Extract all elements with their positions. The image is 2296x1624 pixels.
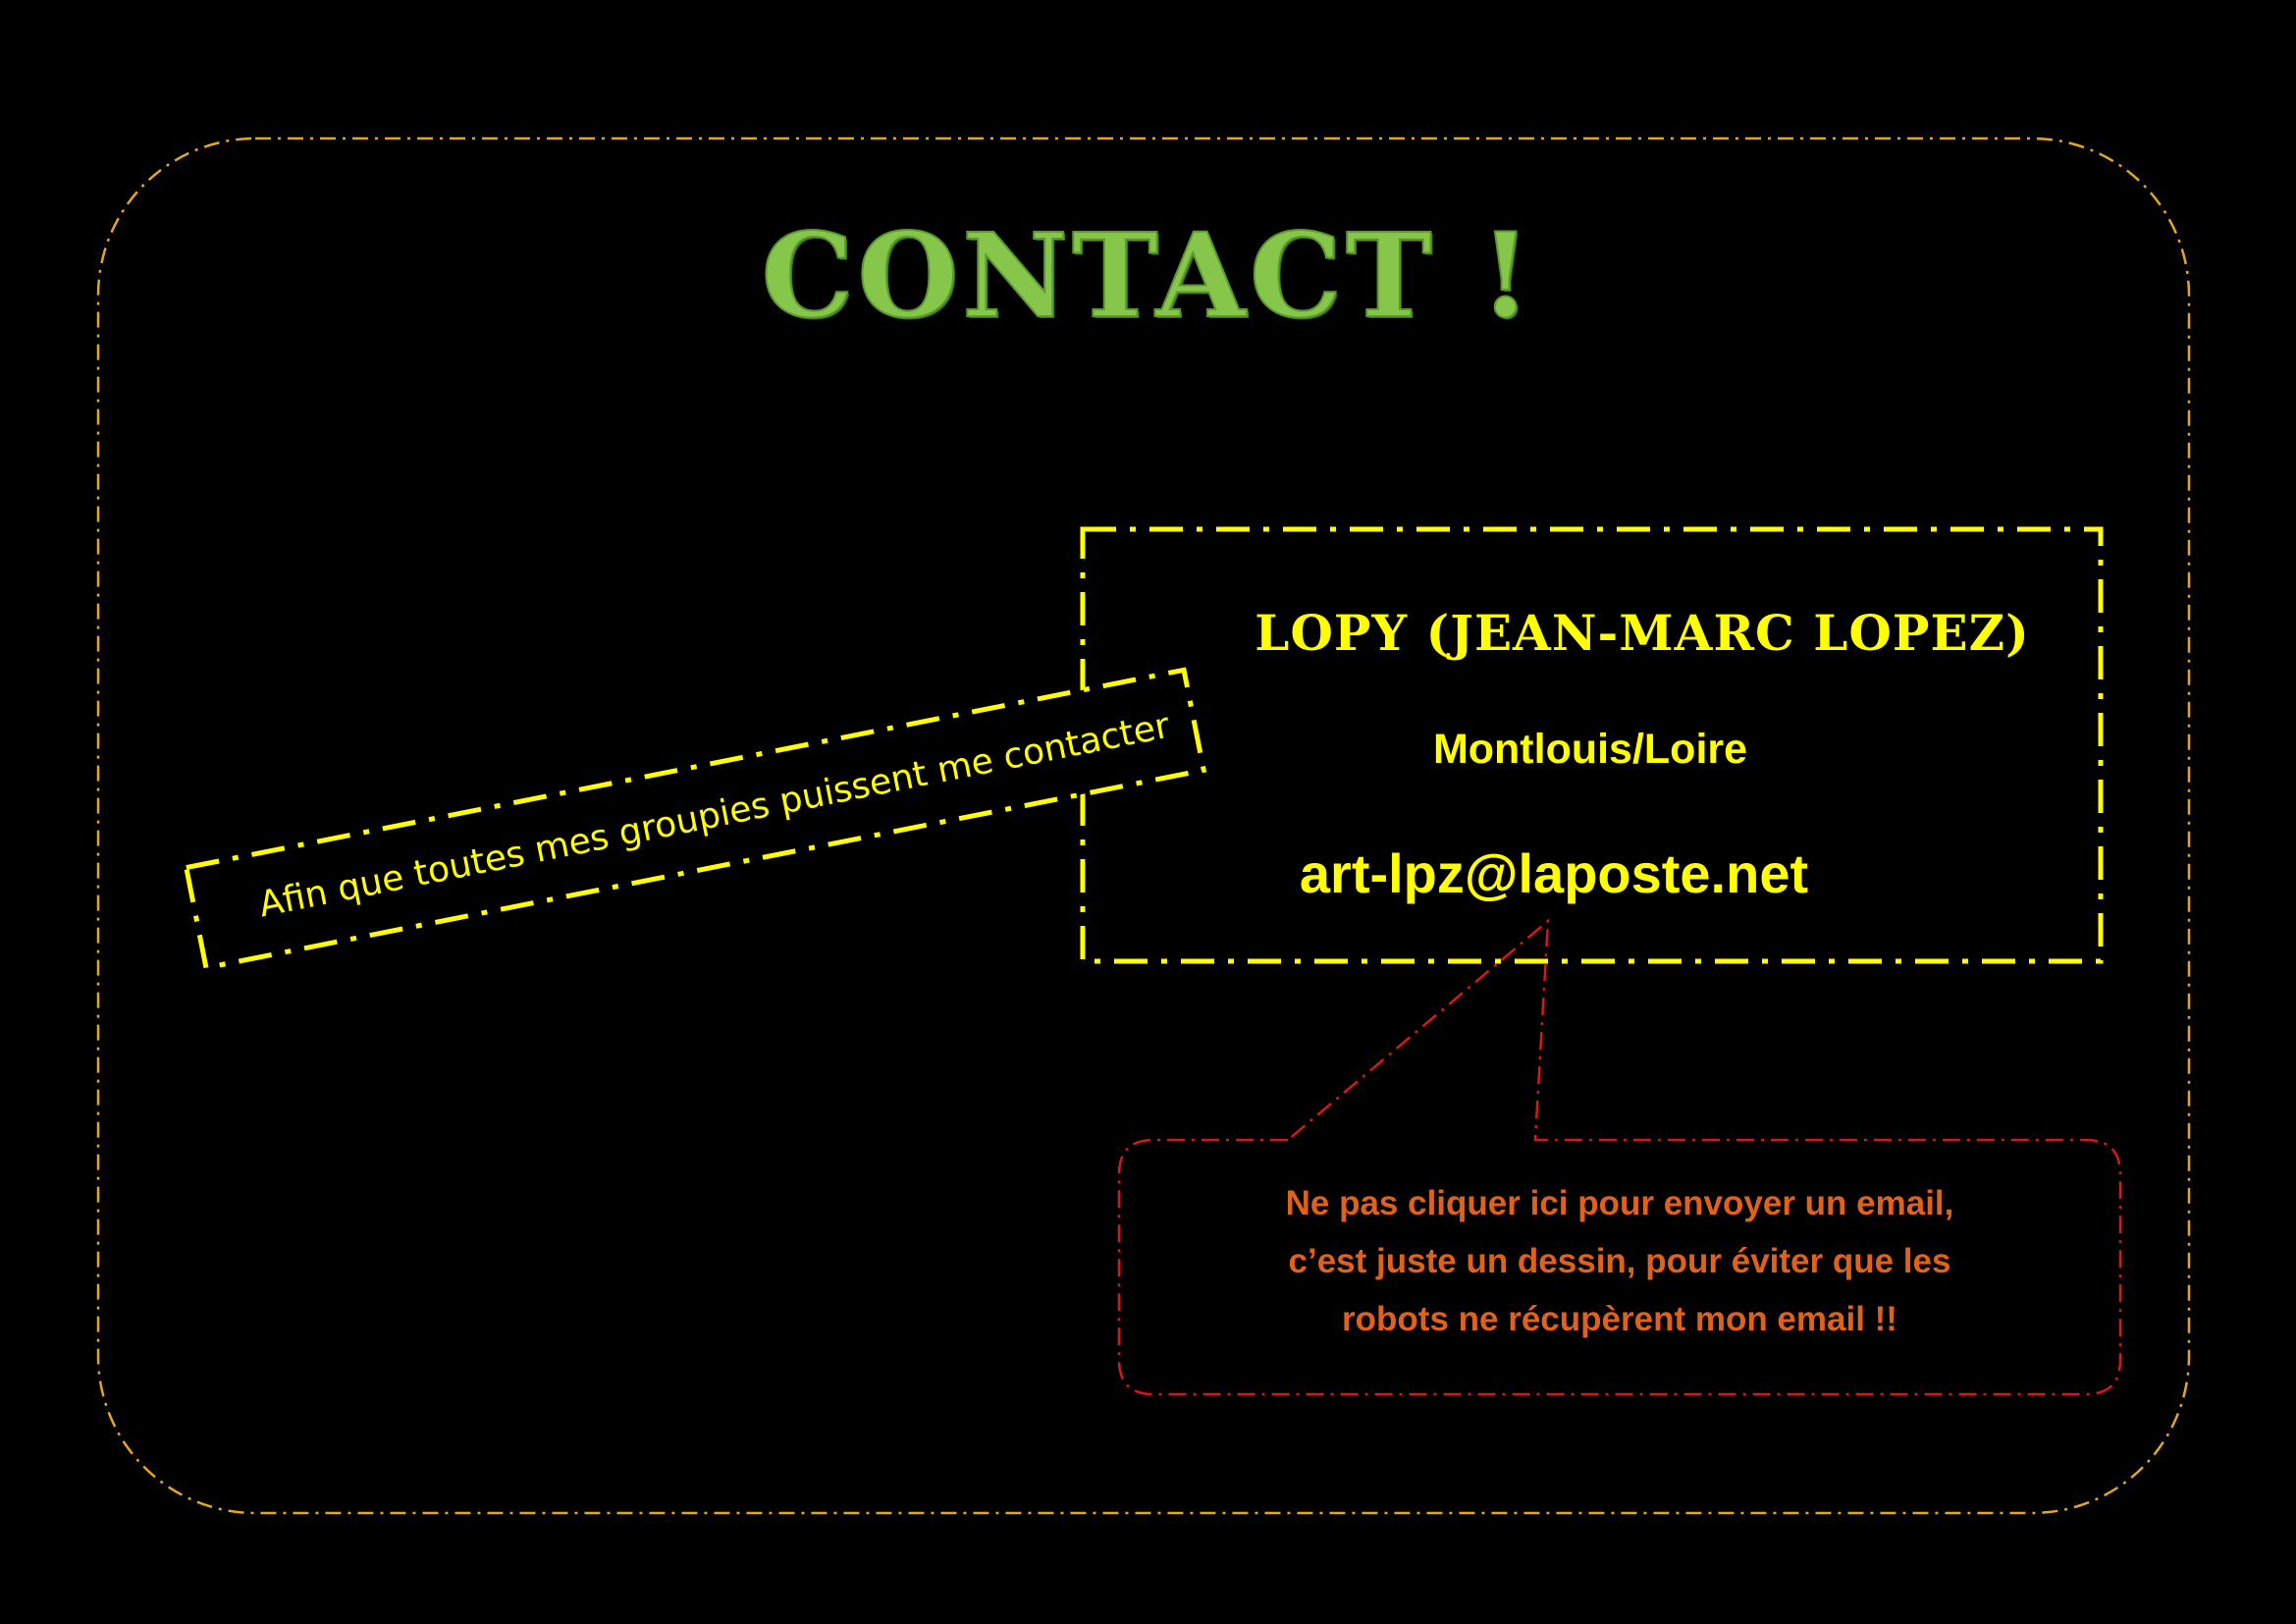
- tagline-border: [183, 667, 1207, 971]
- contact-city: Montlouis/Loire: [1432, 726, 1748, 773]
- warning-message: Ne pas cliquer ici pour envoyer un email…: [1119, 1174, 2120, 1348]
- contact-email: art-lpz@laposte.net: [1299, 842, 1809, 904]
- page-title: CONTACT !: [760, 207, 1535, 344]
- warning-line: c’est juste un dessin, pour éviter que l…: [1288, 1242, 1951, 1280]
- warning-callout-border: [1117, 918, 2122, 1396]
- outer-frame: [96, 136, 2191, 1515]
- warning-line: robots ne récupèrent mon email !!: [1342, 1300, 1897, 1338]
- contact-name: LOPY (JEAN-MARC LOPEZ): [1255, 604, 2030, 662]
- warning-line: Ne pas cliquer ici pour envoyer un email…: [1285, 1184, 1954, 1222]
